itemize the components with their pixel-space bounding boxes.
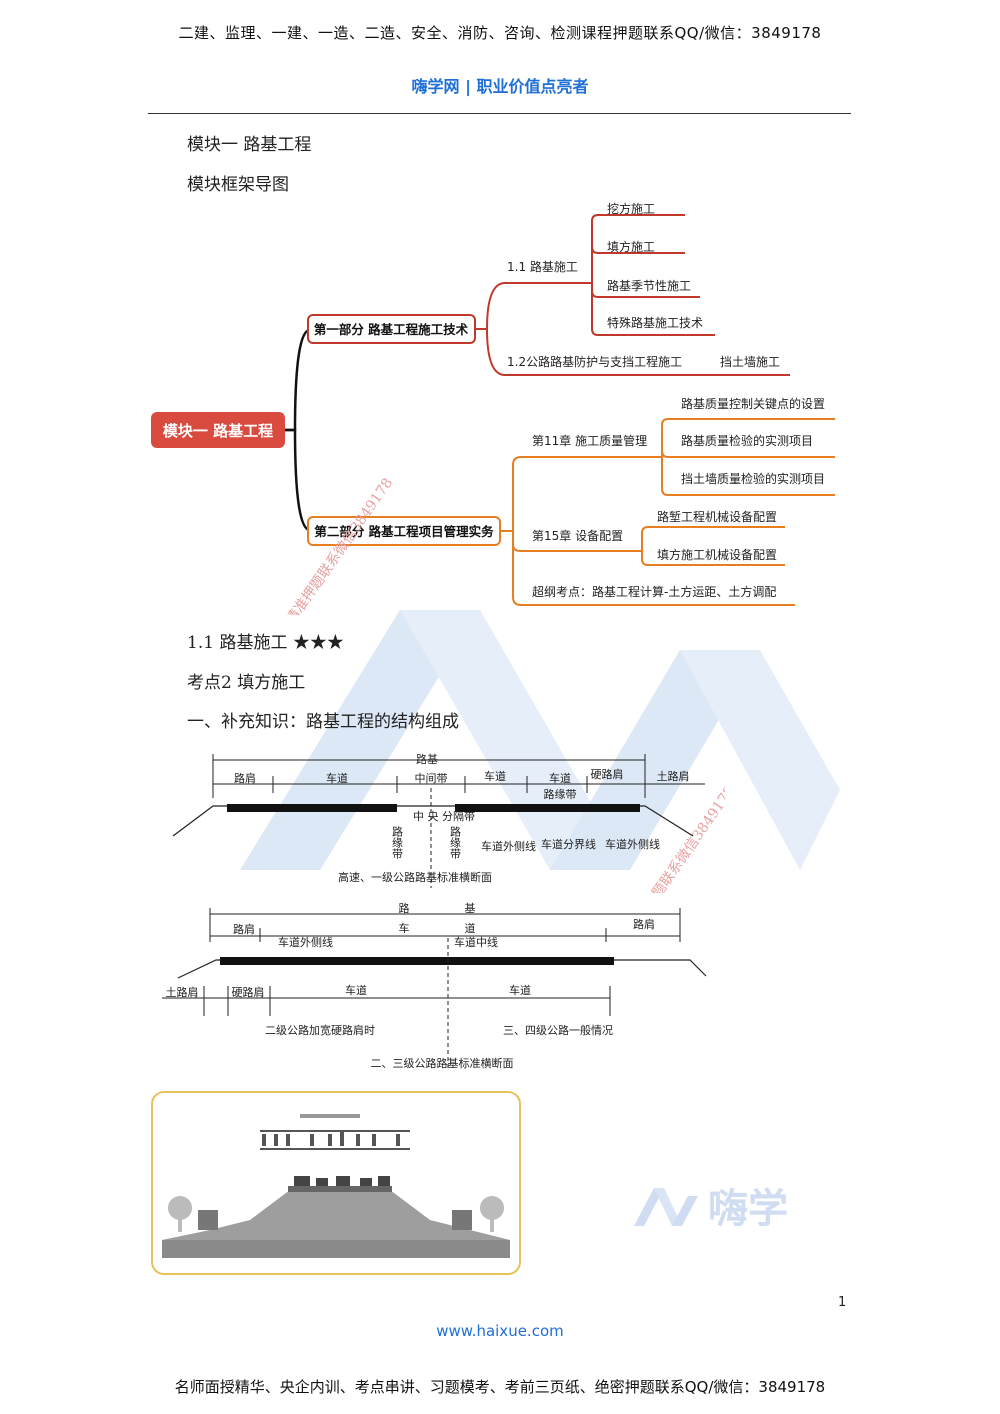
mindmap-root-box xyxy=(151,412,285,448)
mindmap-item-jijie: 路基季节性施工 xyxy=(607,278,691,293)
d2-label-yinglujian: 硬路肩 xyxy=(232,985,265,999)
d2-top-left: 路 xyxy=(399,902,410,915)
mindmap-item-teshu: 特殊路基施工技术 xyxy=(607,315,703,330)
mindmap-sub2-label: 1.2公路路基防护与支挡工程施工 xyxy=(507,354,682,369)
d1-label-lujian: 路肩 xyxy=(234,771,256,785)
d2-note-left: 二级公路加宽硬路肩时 xyxy=(265,1023,375,1037)
brand-line: 嗨学网 | 职业价值点亮者 xyxy=(411,77,589,96)
d1-label-zhongjiandai: 中间带 xyxy=(415,772,448,785)
d2-label-tulujian: 土路肩 xyxy=(166,985,199,999)
d1-median-luyuandai-left: 路缘带 xyxy=(391,826,404,860)
mindmap-item-tianfang: 填方施工 xyxy=(607,239,655,254)
d1-median-center: 中 央 分隔带 xyxy=(413,810,475,823)
module-title: 模块一 路基工程 xyxy=(187,135,312,155)
d1-label-chedao-3: 车道 xyxy=(549,771,571,785)
mindmap-extra-label: 超纲考点：路基工程计算-土方运距、土方调配 xyxy=(532,584,776,599)
d1-line-label-3: 车道外侧线 xyxy=(605,837,660,851)
d1-label-luyuandai: 路缘带 xyxy=(544,788,577,801)
kaodian-heading: 考点2 填方施工 xyxy=(187,673,306,693)
cross-section-diagram-1: 路基 路肩 车道 中间带 车道 车道 硬路肩 土路肩 路缘带 路缘带 中 央 分… xyxy=(172,753,725,893)
d2-line-label-center: 车道中线 xyxy=(454,935,498,949)
d1-label-chedao-2: 车道 xyxy=(484,769,506,783)
mindmap-item-dangtuqiang: 挡土墙施工 xyxy=(720,355,780,369)
d1-line-label-1: 车道外侧线 xyxy=(481,839,536,853)
embankment-illustration xyxy=(151,1091,521,1275)
mindmap-item-luqian-jixie: 路堑工程机械设备配置 xyxy=(657,509,777,524)
site-url-link[interactable]: www.haixue.com xyxy=(436,1322,564,1340)
d1-top-label: 路基 xyxy=(416,753,438,766)
d2-label-chedao-right: 车道 xyxy=(509,983,531,997)
mindmap-root-label: 模块一 路基工程 xyxy=(163,422,273,440)
d1-label-yinglujian: 硬路肩 xyxy=(591,767,624,781)
top-banner: 二建、监理、一建、一造、二造、安全、消防、咨询、检测课程押题联系QQ/微信：38… xyxy=(178,24,822,42)
d2-label-che: 车 xyxy=(399,921,410,935)
mindmap-item-wafang: 挖方施工 xyxy=(607,201,655,216)
d1-caption: 高速、一级公路路基标准横断面 xyxy=(338,870,492,884)
d2-line-label-outer: 车道外侧线 xyxy=(278,935,333,949)
framework-title: 模块框架导图 xyxy=(187,175,289,195)
logo-watermark-text: 嗨学 xyxy=(708,1186,788,1232)
bottom-banner: 名师面授精华、央企内训、考点串讲、习题模考、考前三页纸、绝密押题联系QQ/微信：… xyxy=(174,1378,826,1396)
mindmap-item-zhiliang-jianyan: 路基质量检验的实测项目 xyxy=(681,433,813,448)
d1-median-luyuandai-right: 路缘带 xyxy=(449,826,462,860)
d1-label-chedao-1: 车道 xyxy=(326,771,348,785)
mindmap-part1-label: 第一部分 路基工程施工技术 xyxy=(314,322,469,337)
d1-line-label-2: 车道分界线 xyxy=(541,837,596,851)
section-1-1-heading: 1.1 路基施工 ★★★ xyxy=(187,633,344,653)
haixue-logo-watermark: 嗨学 xyxy=(634,1186,788,1232)
mindmap-item-tianfang-jixie: 填方施工机械设备配置 xyxy=(657,547,777,562)
d2-note-right: 三、四级公路一般情况 xyxy=(503,1024,613,1037)
supplement-heading: 一、补充知识：路基工程的结构组成 xyxy=(187,712,459,732)
mindmap-item-zhiliang-kongzhi: 路基质量控制关键点的设置 xyxy=(681,396,825,411)
mindmap-ch11-label: 第11章 施工质量管理 xyxy=(532,433,647,448)
page-number: 1 xyxy=(838,1295,847,1310)
mindmap-part2-label: 第二部分 路基工程项目管理实务 xyxy=(314,524,494,539)
d2-label-lujian-left: 路肩 xyxy=(233,922,255,936)
cross-section-diagram-2: 路 基 路肩 车 道 路肩 车道外侧线 车道中线 土路肩 硬路肩 车道 车道 二… xyxy=(162,902,707,1070)
d1-label-tulujian: 土路肩 xyxy=(657,769,690,783)
header-rule xyxy=(148,113,851,114)
mindmap-sub1-label: 1.1 路基施工 xyxy=(507,259,578,274)
mindmap-ch15-label: 第15章 设备配置 xyxy=(532,528,623,543)
mindmap: 模块一 路基工程 第一部分 路基工程施工技术 1.1 路基施工 挖方施工 填方施… xyxy=(151,201,835,615)
d2-top-right: 基 xyxy=(465,902,476,915)
d2-caption: 二、三级公路路基标准横断面 xyxy=(371,1056,514,1070)
d2-label-dao: 道 xyxy=(465,921,476,935)
d2-label-chedao-left: 车道 xyxy=(345,983,367,997)
mindmap-item-dangtuqiang-jianyan: 挡土墙质量检验的实测项目 xyxy=(681,471,825,486)
d2-label-lujian-right: 路肩 xyxy=(633,917,655,931)
